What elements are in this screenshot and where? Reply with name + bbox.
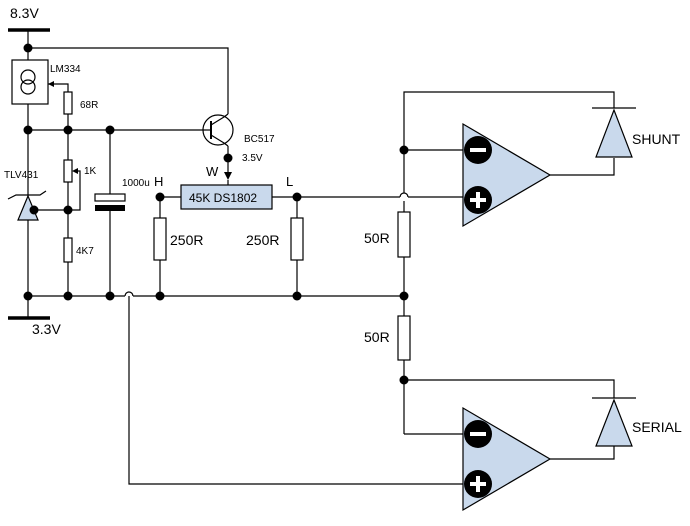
- r250-left-label: 250R: [170, 232, 203, 248]
- r250-right-label: 250R: [246, 232, 279, 248]
- pin-w-label: W: [206, 164, 219, 179]
- shunt-output-label: SHUNT: [632, 131, 681, 147]
- r4k7-label: 4K7: [76, 246, 94, 257]
- junction: [23, 291, 33, 301]
- regulator-tlv431: [7, 130, 68, 296]
- capacitor-1000u: [94, 130, 126, 296]
- wire-crossover: [399, 192, 409, 198]
- resistor-68r: [63, 91, 73, 130]
- digipot-label: 45K DS1802: [189, 191, 257, 205]
- pin-l-label: L: [286, 174, 293, 189]
- r68-label: 68R: [80, 100, 98, 111]
- opamp-shunt: [462, 122, 615, 228]
- wire-serial-feedback: [404, 379, 615, 398]
- junction: [29, 205, 39, 215]
- diode-shunt: [592, 107, 636, 158]
- tlv431-label: TLV431: [4, 170, 39, 181]
- capacitor-label: 1000u: [122, 178, 150, 189]
- opamp-serial: [462, 406, 615, 512]
- current-source-lm334: [11, 59, 69, 130]
- wiper-voltage-label: 3.5V: [242, 153, 263, 164]
- bottom-voltage-label: 3.3V: [32, 321, 61, 337]
- resistor-250r-right: [290, 197, 304, 296]
- r50-top-label: 50R: [364, 230, 390, 246]
- pin-h-label: H: [154, 174, 163, 189]
- resistor-50r-bottom: [397, 315, 411, 434]
- serial-output-label: SERIAL: [632, 419, 682, 435]
- wire-crossover: [124, 291, 134, 297]
- junction: [223, 153, 233, 163]
- trim-pot-1k: [63, 130, 81, 238]
- resistor-250r-left: [153, 197, 167, 296]
- junction: [63, 205, 73, 215]
- junction: [105, 291, 115, 301]
- top-voltage-label: 8.3V: [10, 5, 39, 21]
- bc517-label: BC517: [244, 134, 275, 145]
- junction: [23, 43, 33, 53]
- junction: [63, 291, 73, 301]
- junction: [399, 375, 409, 385]
- transistor-bc517: [28, 47, 234, 180]
- trim-pot-label: 1K: [84, 166, 97, 177]
- resistor-4k7: [63, 237, 73, 296]
- wire-shunt-feedback: [403, 91, 615, 150]
- junction: [399, 145, 409, 155]
- r50-bottom-label: 50R: [364, 329, 390, 345]
- diode-serial: [592, 397, 636, 447]
- resistor-50r-top: [397, 211, 411, 316]
- wire-serial-plus: [128, 296, 468, 485]
- lm334-label: LM334: [50, 64, 81, 75]
- digipot-ds1802: [160, 180, 297, 210]
